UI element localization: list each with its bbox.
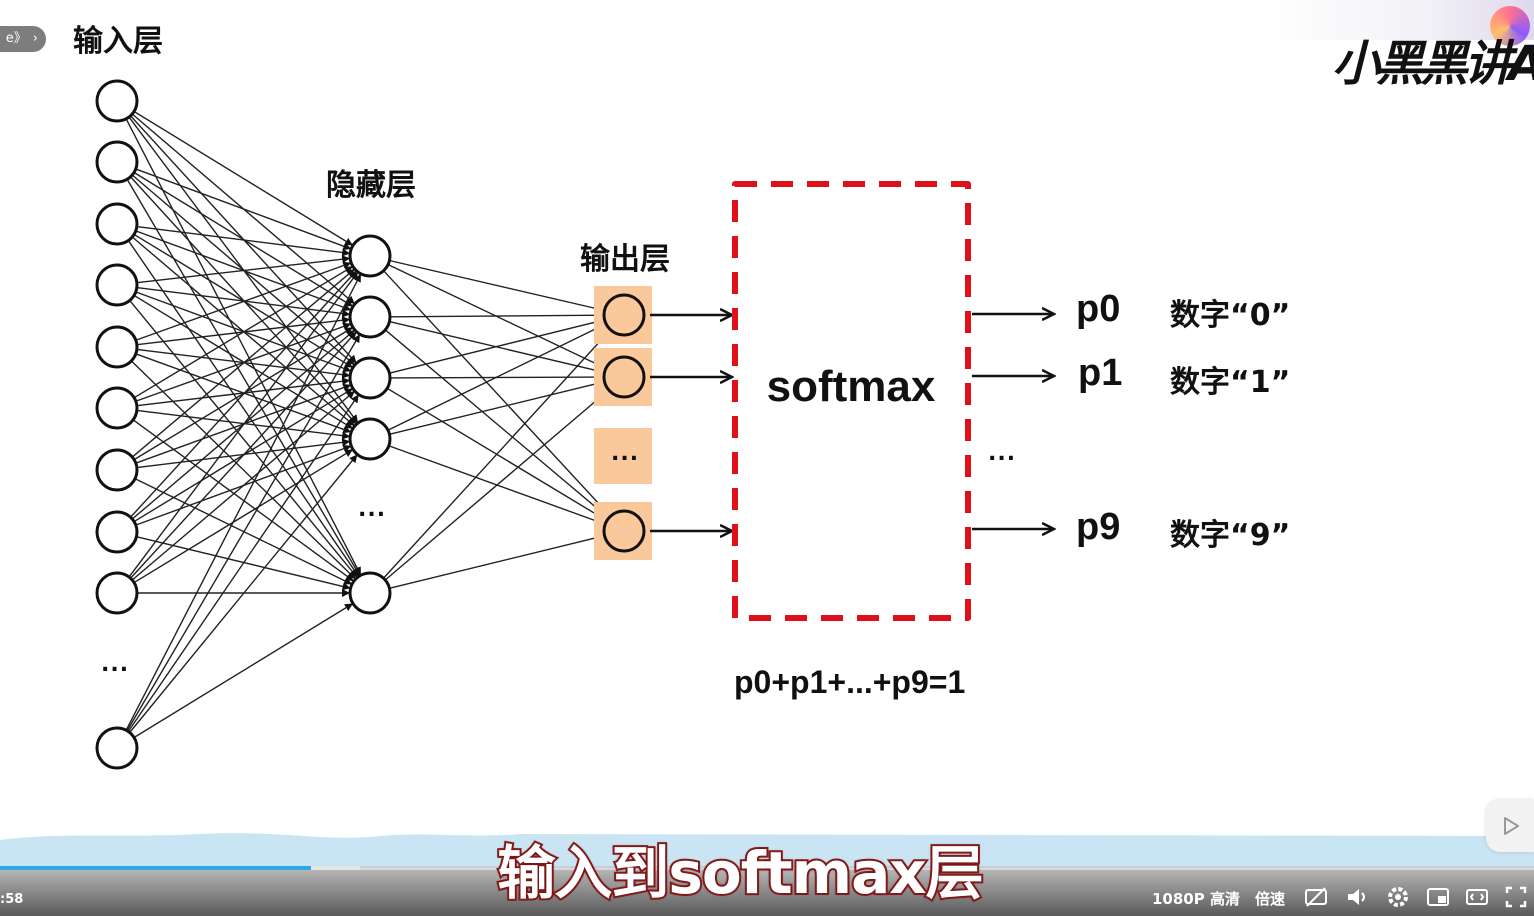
quality-button[interactable]: 1080P 高清: [1152, 890, 1240, 908]
progress-fill: [0, 866, 312, 870]
chevron-right-icon: ›: [32, 31, 38, 46]
input-node-1: [95, 140, 139, 184]
probability-sum-equation: p0+p1+...+p9=1: [734, 664, 966, 700]
input-node-4: [95, 325, 139, 369]
platform-logo-icon: [1490, 6, 1530, 46]
prob-label-p9: p9: [1076, 506, 1121, 548]
output-highlight-box-ellipsis: [594, 428, 652, 484]
progress-track[interactable]: [0, 866, 1534, 870]
output-node-0: [602, 293, 646, 337]
prob-label-p1: p1: [1078, 352, 1123, 394]
input-node-8: [95, 571, 139, 615]
settings-icon[interactable]: [1385, 884, 1411, 910]
speed-button[interactable]: 倍速: [1255, 890, 1286, 908]
hidden-node-1: [348, 295, 392, 339]
audio-waveform: [0, 833, 1534, 868]
input-hidden-connections: [125, 111, 362, 738]
play-triangle-icon: [1504, 817, 1519, 835]
hidden-node-4: [348, 571, 392, 615]
chapter-pill-label: e》: [5, 31, 27, 46]
network-nodes: [95, 79, 646, 770]
chapter-pill[interactable]: e》 ›: [0, 26, 46, 52]
output-layer-label: 输出层: [580, 242, 670, 277]
subtitle-off-icon[interactable]: [1303, 884, 1329, 910]
input-layer-ellipsis: ...: [101, 652, 130, 677]
fullscreen-icon[interactable]: [1503, 884, 1529, 910]
input-node-3: [95, 263, 139, 307]
side-play-icon[interactable]: [1486, 800, 1534, 852]
hidden-layer-label: 隐藏层: [326, 168, 416, 203]
widescreen-icon[interactable]: [1464, 884, 1490, 910]
input-node-0: [95, 79, 139, 123]
channel-logo: 小黑黑讲A: [1332, 36, 1534, 92]
hidden-node-0: [348, 234, 392, 278]
digit-label-0: 数字“0”: [1170, 298, 1291, 333]
softmax-label: softmax: [766, 362, 936, 411]
playback-time: :58: [0, 892, 24, 907]
output-node-2: [602, 509, 646, 553]
input-node-2: [95, 202, 139, 246]
input-node-5: [95, 386, 139, 430]
input-layer-label: 输入层: [73, 24, 163, 59]
hidden-node-3: [348, 417, 392, 461]
input-node-9: [95, 726, 139, 770]
output-layer-ellipsis: ...: [611, 441, 640, 466]
hidden-layer-ellipsis: ...: [358, 497, 387, 522]
volume-icon[interactable]: [1344, 884, 1370, 910]
player-control-bar: [0, 870, 1534, 916]
prob-label-p0: p0: [1076, 288, 1121, 330]
probability-ellipsis: ...: [988, 441, 1017, 466]
input-node-6: [95, 448, 139, 492]
hidden-node-2: [348, 356, 392, 400]
digit-label-1: 数字“1”: [1170, 365, 1291, 400]
video-subtitle: 输入到softmax层: [495, 837, 985, 909]
digit-label-9: 数字“9”: [1170, 518, 1291, 553]
picture-in-picture-icon[interactable]: [1425, 884, 1451, 910]
input-node-7: [95, 510, 139, 554]
hidden-output-connections: [383, 260, 611, 589]
softmax-box: [732, 181, 971, 621]
output-node-1: [602, 355, 646, 399]
logo-watermark-strip: [1260, 0, 1534, 40]
